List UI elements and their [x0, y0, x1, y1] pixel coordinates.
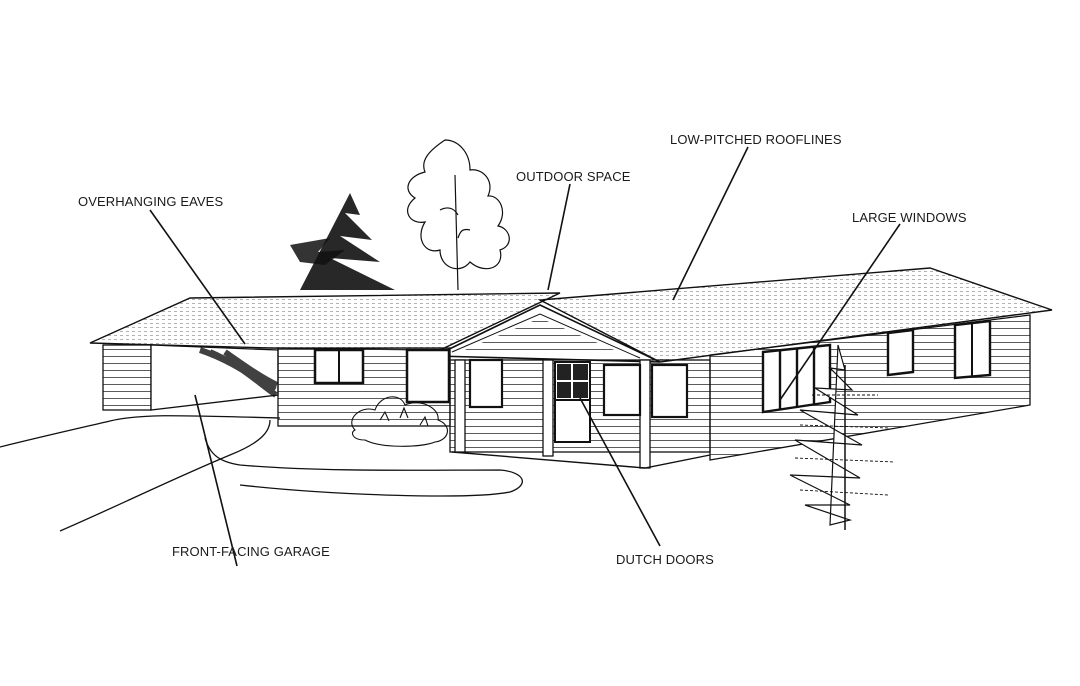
window-center-left: [407, 350, 449, 402]
large-windows: [763, 345, 830, 412]
driveway: [0, 416, 522, 531]
label-large-windows: LARGE WINDOWS: [852, 210, 967, 226]
leader-front-facing-garage: [195, 395, 237, 566]
leader-low-pitched-rooflines: [673, 147, 748, 300]
house-body-left: [278, 348, 450, 426]
garage-wing: [103, 345, 278, 410]
background-tree-deciduous: [408, 140, 510, 290]
label-dutch-doors: DUTCH DOORS: [616, 552, 714, 568]
background-tree-conifer: [290, 193, 395, 290]
label-low-pitched-rooflines: LOW-PITCHED ROOFLINES: [670, 132, 842, 148]
leader-outdoor-space: [548, 184, 570, 290]
label-outdoor-space: OUTDOOR SPACE: [516, 169, 630, 185]
label-front-facing-garage: FRONT-FACING GARAGE: [172, 544, 330, 560]
dutch-door: [555, 362, 590, 442]
label-overhanging-eaves: OVERHANGING EAVES: [78, 194, 223, 210]
